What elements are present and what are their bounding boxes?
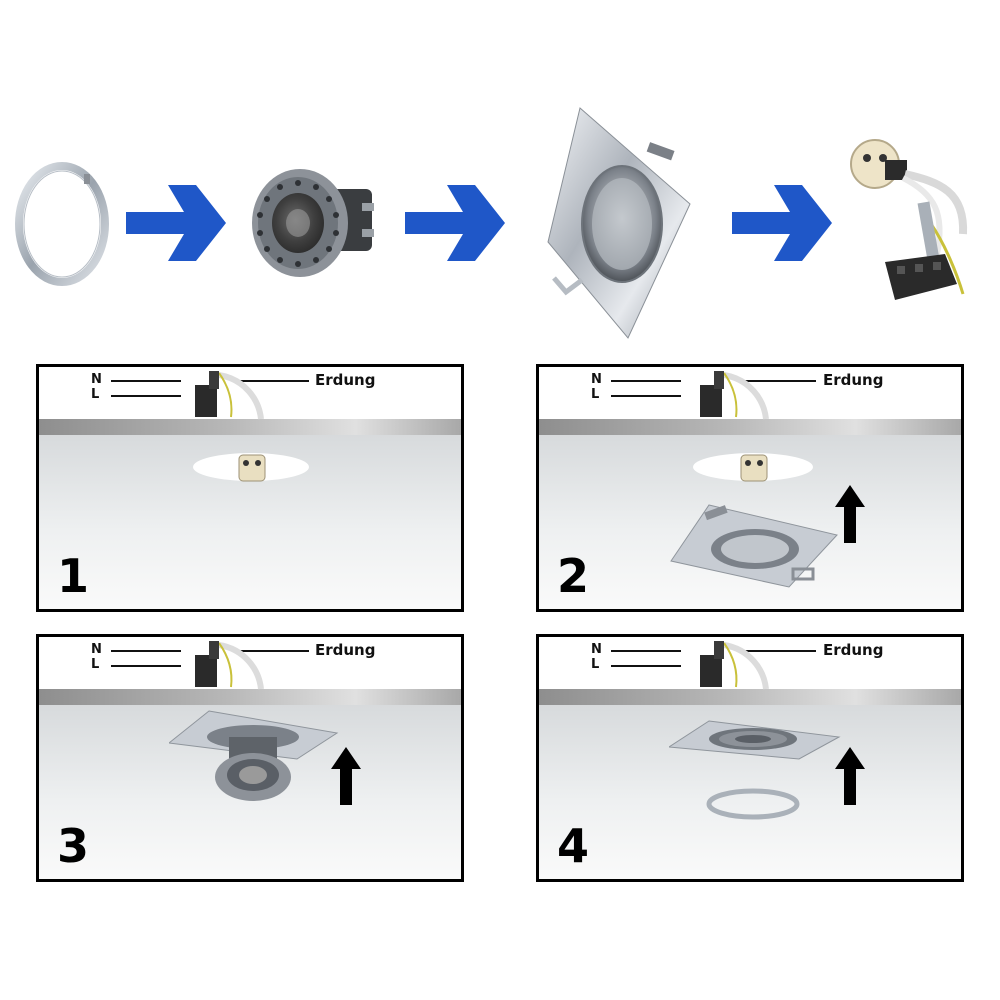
wire-label-ground: Erdung xyxy=(315,371,376,389)
ceiling xyxy=(539,419,961,435)
socket-icon xyxy=(195,641,264,690)
up-arrow-icon xyxy=(835,747,865,805)
wire-label-l: L xyxy=(91,387,100,402)
wire-label-l: L xyxy=(91,657,100,672)
ceiling xyxy=(39,689,461,705)
right-arrow-icon xyxy=(732,185,832,261)
wire-n xyxy=(111,380,181,382)
square-frame-icon xyxy=(669,720,841,760)
wire-n xyxy=(111,650,181,652)
wire-label-n: N xyxy=(591,642,602,657)
socket-icon xyxy=(700,371,769,420)
step-panel-4: N L Erdung 4 xyxy=(536,634,964,882)
step-number: 3 xyxy=(57,819,90,873)
up-arrow-icon xyxy=(331,747,361,805)
step-number: 1 xyxy=(57,549,90,603)
right-arrow-icon xyxy=(126,185,226,261)
socket-icon xyxy=(195,371,264,420)
wire-l xyxy=(611,395,681,397)
wire-l xyxy=(111,665,181,667)
step-panel-1: N L Erdung 1 xyxy=(36,364,464,612)
step-number: 4 xyxy=(557,819,590,873)
wire-l xyxy=(111,395,181,397)
wire-label-n: N xyxy=(91,372,102,387)
square-frame-icon xyxy=(547,107,691,339)
wire-l xyxy=(611,665,681,667)
step-panel-3: N L Erdung 3 xyxy=(36,634,464,882)
ceiling xyxy=(539,689,961,705)
wire-label-ground: Erdung xyxy=(823,641,884,659)
wire-ground xyxy=(237,380,309,382)
led-bulb-icon xyxy=(252,169,374,277)
wire-label-l: L xyxy=(591,387,600,402)
wire-ground xyxy=(744,380,816,382)
step-number: 2 xyxy=(557,549,590,603)
ring-icon xyxy=(706,788,800,820)
wire-label-l: L xyxy=(591,657,600,672)
ceiling-hole xyxy=(193,453,309,482)
socket-icon xyxy=(700,641,769,690)
ring-icon xyxy=(15,162,109,286)
wire-label-ground: Erdung xyxy=(315,641,376,659)
square-frame-icon xyxy=(169,710,339,801)
wire-label-n: N xyxy=(591,372,602,387)
wire-ground xyxy=(237,650,309,652)
socket-icon xyxy=(850,139,968,300)
square-frame-icon xyxy=(670,504,838,588)
wire-n xyxy=(611,650,681,652)
up-arrow-icon xyxy=(835,485,865,543)
step-panel-2: N L Erdung 2 xyxy=(536,364,964,612)
wire-n xyxy=(611,380,681,382)
wire-label-n: N xyxy=(91,642,102,657)
wire-ground xyxy=(744,650,816,652)
right-arrow-icon xyxy=(405,185,505,261)
ceiling xyxy=(39,419,461,435)
wire-label-ground: Erdung xyxy=(823,371,884,389)
ceiling-hole xyxy=(693,453,813,482)
